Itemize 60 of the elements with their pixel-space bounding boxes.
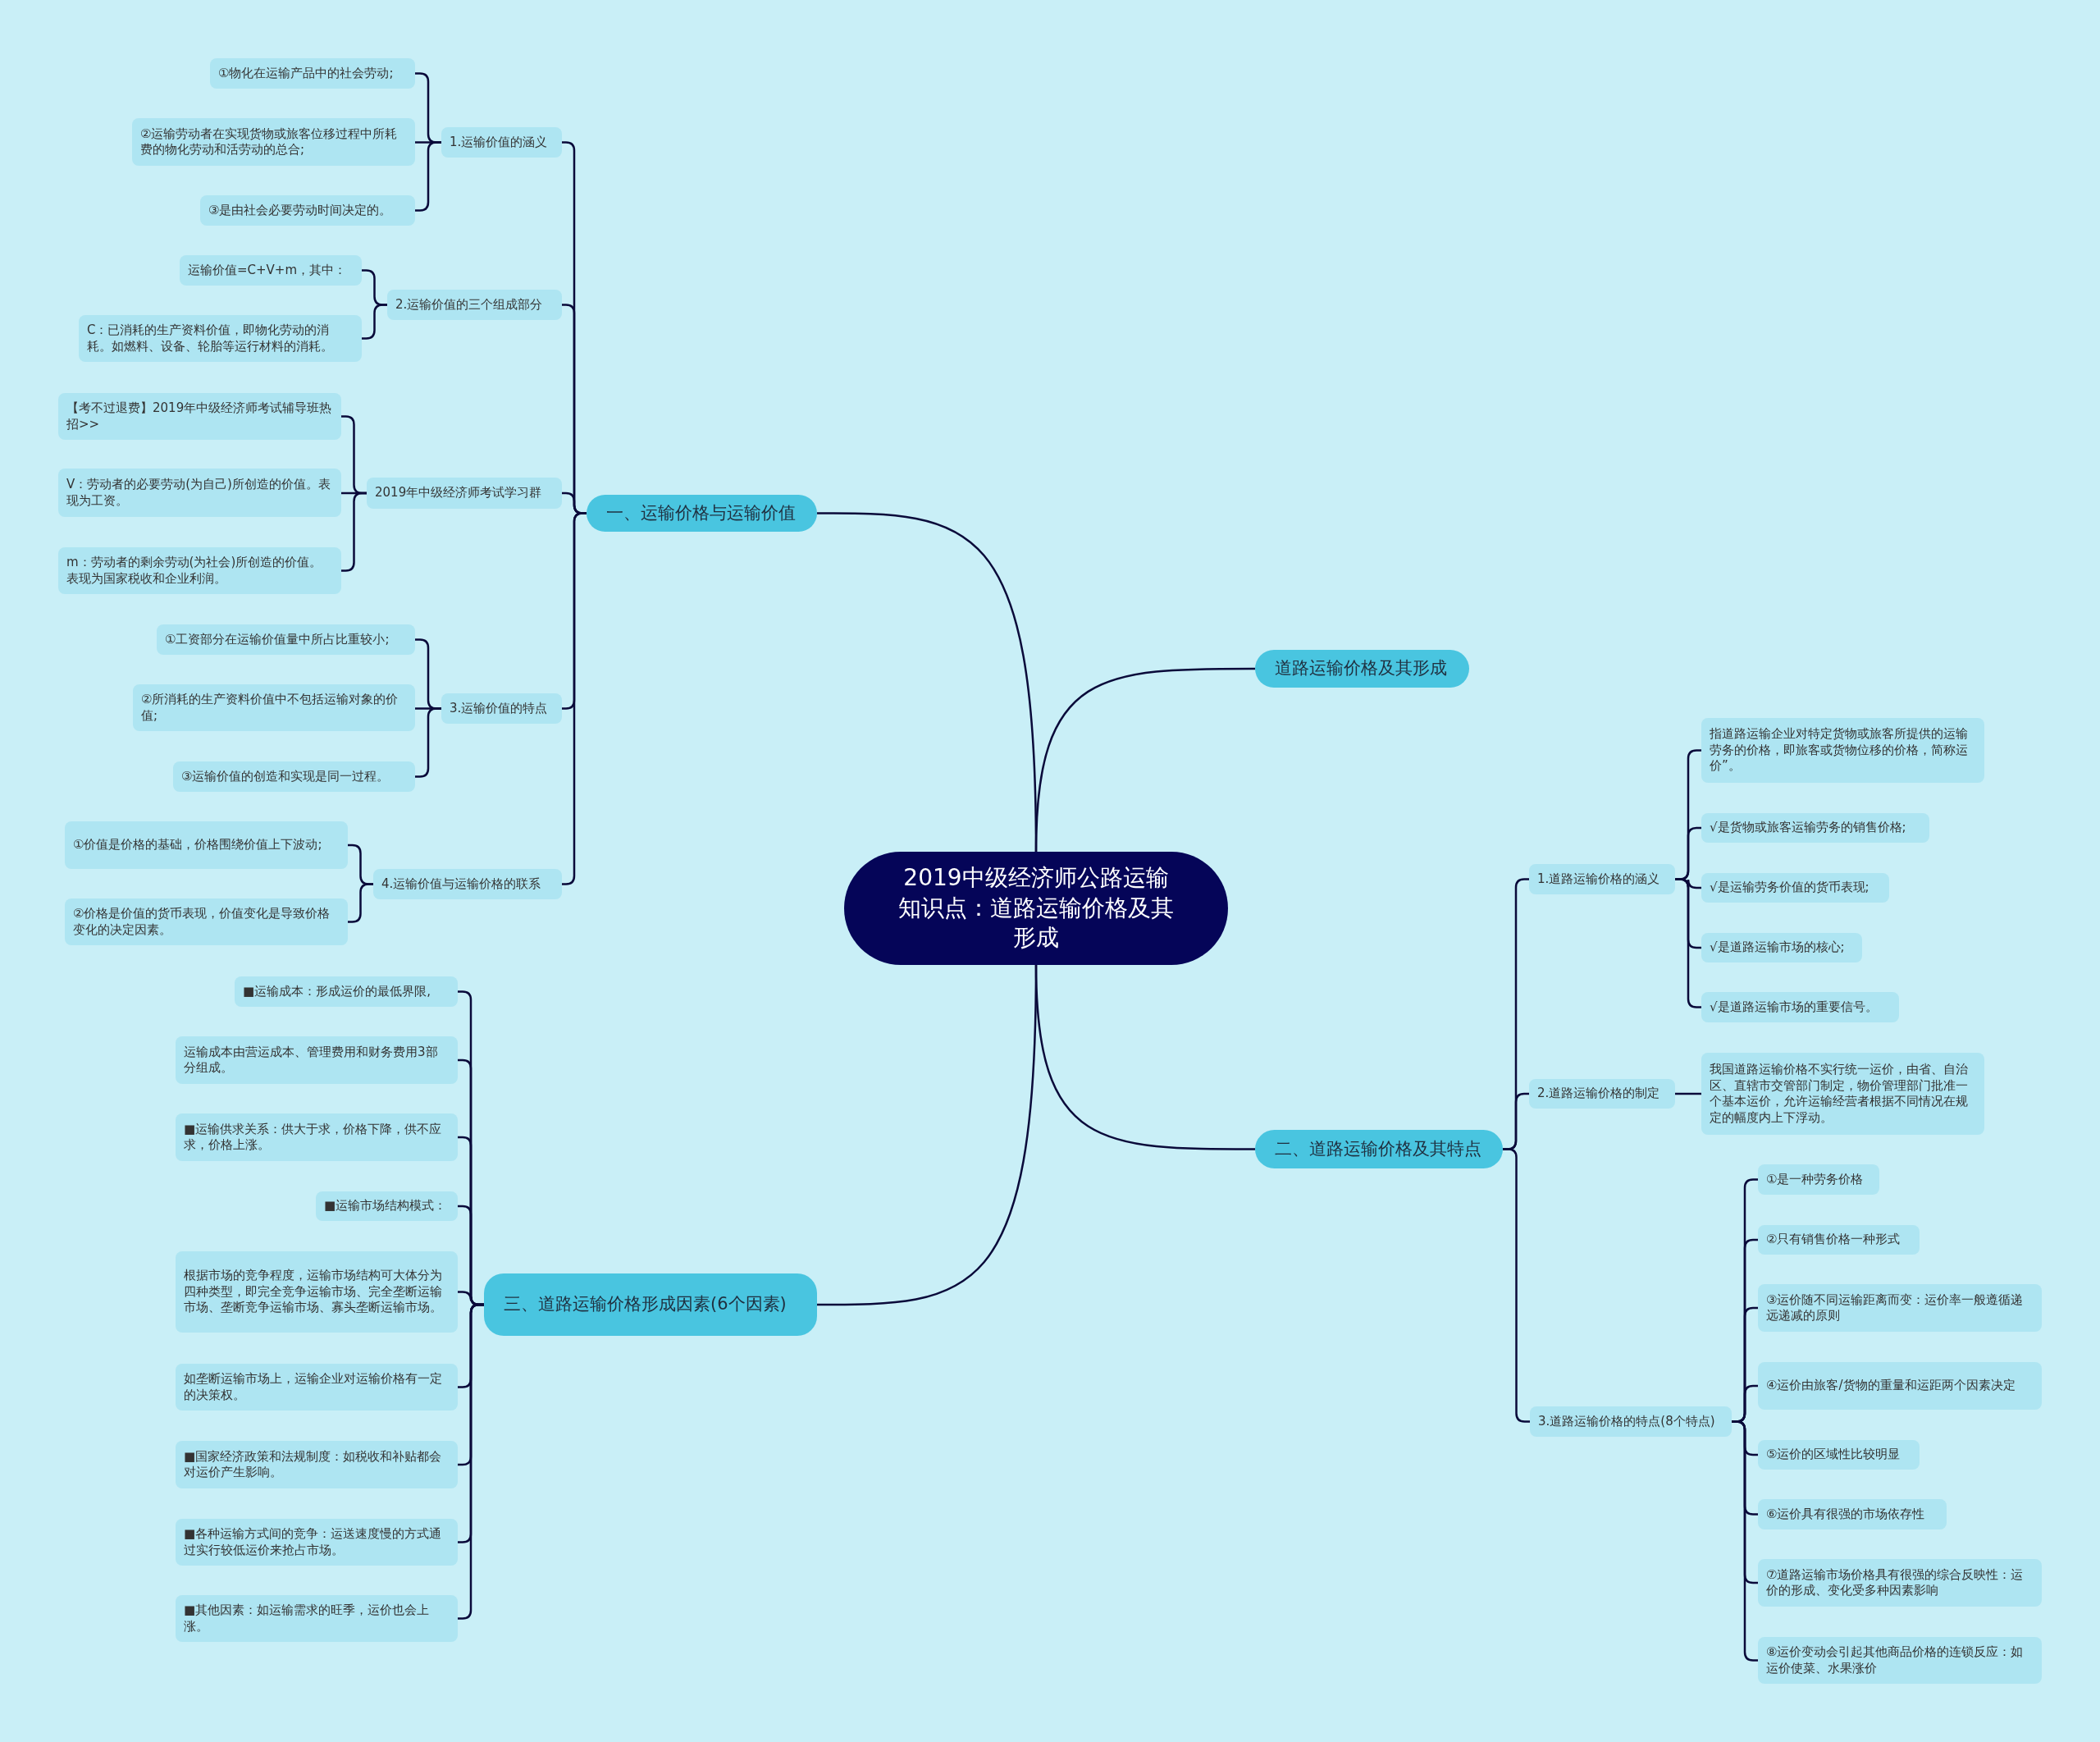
topic-box: ⑤运价的区域性比较明显 <box>1758 1440 1920 1470</box>
topic-box: 3.运输价值的特点 <box>441 693 562 724</box>
topic-box: ⑥运价具有很强的市场依存性 <box>1758 1499 1947 1529</box>
connector-line <box>1675 878 1701 1008</box>
topic-box: 1.运输价值的涵义 <box>441 127 562 158</box>
topic-box: 3.道路运输价格的特点(8个特点) <box>1530 1406 1732 1437</box>
topic-box: 根据市场的竞争程度，运输市场结构可大体分为四种类型，即完全竞争运输市场、完全垄断运输市场、垄断竞争运输市场、寡头垄断运输市场。 <box>176 1251 458 1333</box>
topic-box: ■其他因素：如运输需求的旺季，运价也会上涨。 <box>176 1595 458 1642</box>
topic-box: ③运输价值的创造和实现是同一过程。 <box>173 761 415 792</box>
topic-box: ①价值是价格的基础，价格围绕价值上下波动; <box>65 821 348 869</box>
topic-box: 如垄断运输市场上，运输企业对运输价格有一定的决策权。 <box>176 1364 458 1411</box>
topic-box: ④运价由旅客/货物的重量和运距两个因素决定 <box>1758 1362 2042 1410</box>
topic-box: 【考不过退费】2019年中级经济师考试辅导班热招>> <box>58 393 341 440</box>
connector-line <box>562 512 587 885</box>
topic-box: 4.运输价值与运输价格的联系 <box>373 869 562 899</box>
connector-line <box>817 964 1038 1306</box>
branch-pill: 三、道路运输价格形成因素(6个因素) <box>484 1273 817 1336</box>
topic-box: ②价格是价值的货币表现，价值变化是导致价格变化的决定因素。 <box>65 898 348 945</box>
topic-box: 2.运输价值的三个组成部分 <box>387 290 562 320</box>
topic-box: ②运输劳动者在实现货物或旅客位移过程中所耗费的物化劳动和活劳动的总合; <box>132 118 415 166</box>
connector-line <box>415 141 441 212</box>
topic-box: ③运价随不同运输距离而变：运价率一般遵循递远递减的原则 <box>1758 1284 2042 1332</box>
topic-box: √是运输劳务价值的货币表现; <box>1701 873 1889 903</box>
topic-box: 1.道路运输价格的涵义 <box>1529 864 1675 894</box>
topic-box: ⑦道路运输市场价格具有很强的综合反映性：运价的形成、变化受多种因素影响 <box>1758 1559 2042 1607</box>
topic-box: ■运输供求关系：供大于求，价格下降，供不应求，价格上涨。 <box>176 1113 458 1161</box>
topic-box: ⑧运价变动会引起其他商品价格的连锁反应：如运价使菜、水果涨价 <box>1758 1637 2042 1684</box>
topic-box: ①物化在运输产品中的社会劳动; <box>210 58 415 89</box>
topic-box: 指道路运输企业对特定货物或旅客所提供的运输劳务的价格，即旅客或货物位移的价格，简称运价”。 <box>1701 718 1984 783</box>
topic-box: ②所消耗的生产资料价值中不包括运输对象的价值; <box>133 684 415 731</box>
branch-pill: 一、运输价格与运输价值 <box>587 495 817 532</box>
topic-box: ■运输成本：形成运价的最低界限, <box>235 976 458 1007</box>
topic-box: C：已消耗的生产资料价值，即物化劳动的消耗。如燃料、设备、轮胎等运行材料的消耗。 <box>79 315 362 362</box>
topic-box: ■国家经济政策和法规制度：如税收和补贴都会对运价产生影响。 <box>176 1441 458 1488</box>
topic-box: ②只有销售价格一种形式 <box>1758 1225 1920 1255</box>
topic-box: m：劳动者的剩余劳动(为社会)所创造的价值。表现为国家税收和企业利润。 <box>58 547 341 594</box>
connector-line <box>1675 1092 1701 1095</box>
title-pill: 2019中级经济师公路运输知识点：道路运输价格及其形成 <box>844 852 1228 965</box>
topic-box: 2019年中级经济师考试学习群 <box>367 478 562 509</box>
topic-box: √是货物或旅客运输劳务的销售价格; <box>1701 813 1929 843</box>
connector-line <box>1503 1148 1530 1423</box>
topic-box: ①是一种劳务价格 <box>1758 1164 1879 1195</box>
connector-line <box>362 304 387 340</box>
branch-pill: 道路运输价格及其形成 <box>1255 650 1469 688</box>
topic-box: 运输成本由营运成本、管理费用和财务费用3部分组成。 <box>176 1036 458 1084</box>
topic-box: √是道路运输市场的重要信号。 <box>1701 992 1899 1022</box>
topic-box: 2.道路运输价格的制定 <box>1529 1079 1675 1109</box>
topic-box: ■各种运输方式间的竞争：运送速度慢的方式通过实行较低运价来抢占市场。 <box>176 1519 458 1566</box>
topic-box: ①工资部分在运输价值量中所占比重较小; <box>157 624 415 655</box>
connector-line <box>348 883 373 923</box>
topic-box: V：劳动者的必要劳动(为自己)所创造的价值。表现为工资。 <box>58 469 341 517</box>
topic-box: 我国道路运输价格不实行统一运价，由省、自治区、直辖市交管部门制定，物价管理部门批准一个基本运价，允许运输经营者根据不同情况在规定的幅度内上下浮动。 <box>1701 1053 1984 1135</box>
connector-line <box>1034 667 1255 853</box>
topic-box: √是道路运输市场的核心; <box>1701 933 1862 962</box>
topic-box: 运输价值=C+V+m，其中： <box>180 255 362 286</box>
connector-line <box>415 707 441 778</box>
connector-line <box>1732 1420 1758 1662</box>
branch-pill: 二、道路运输价格及其特点 <box>1255 1130 1503 1168</box>
topic-box: ■运输市场结构模式： <box>316 1191 458 1221</box>
topic-box: ③是由社会必要劳动时间决定的。 <box>200 195 415 226</box>
